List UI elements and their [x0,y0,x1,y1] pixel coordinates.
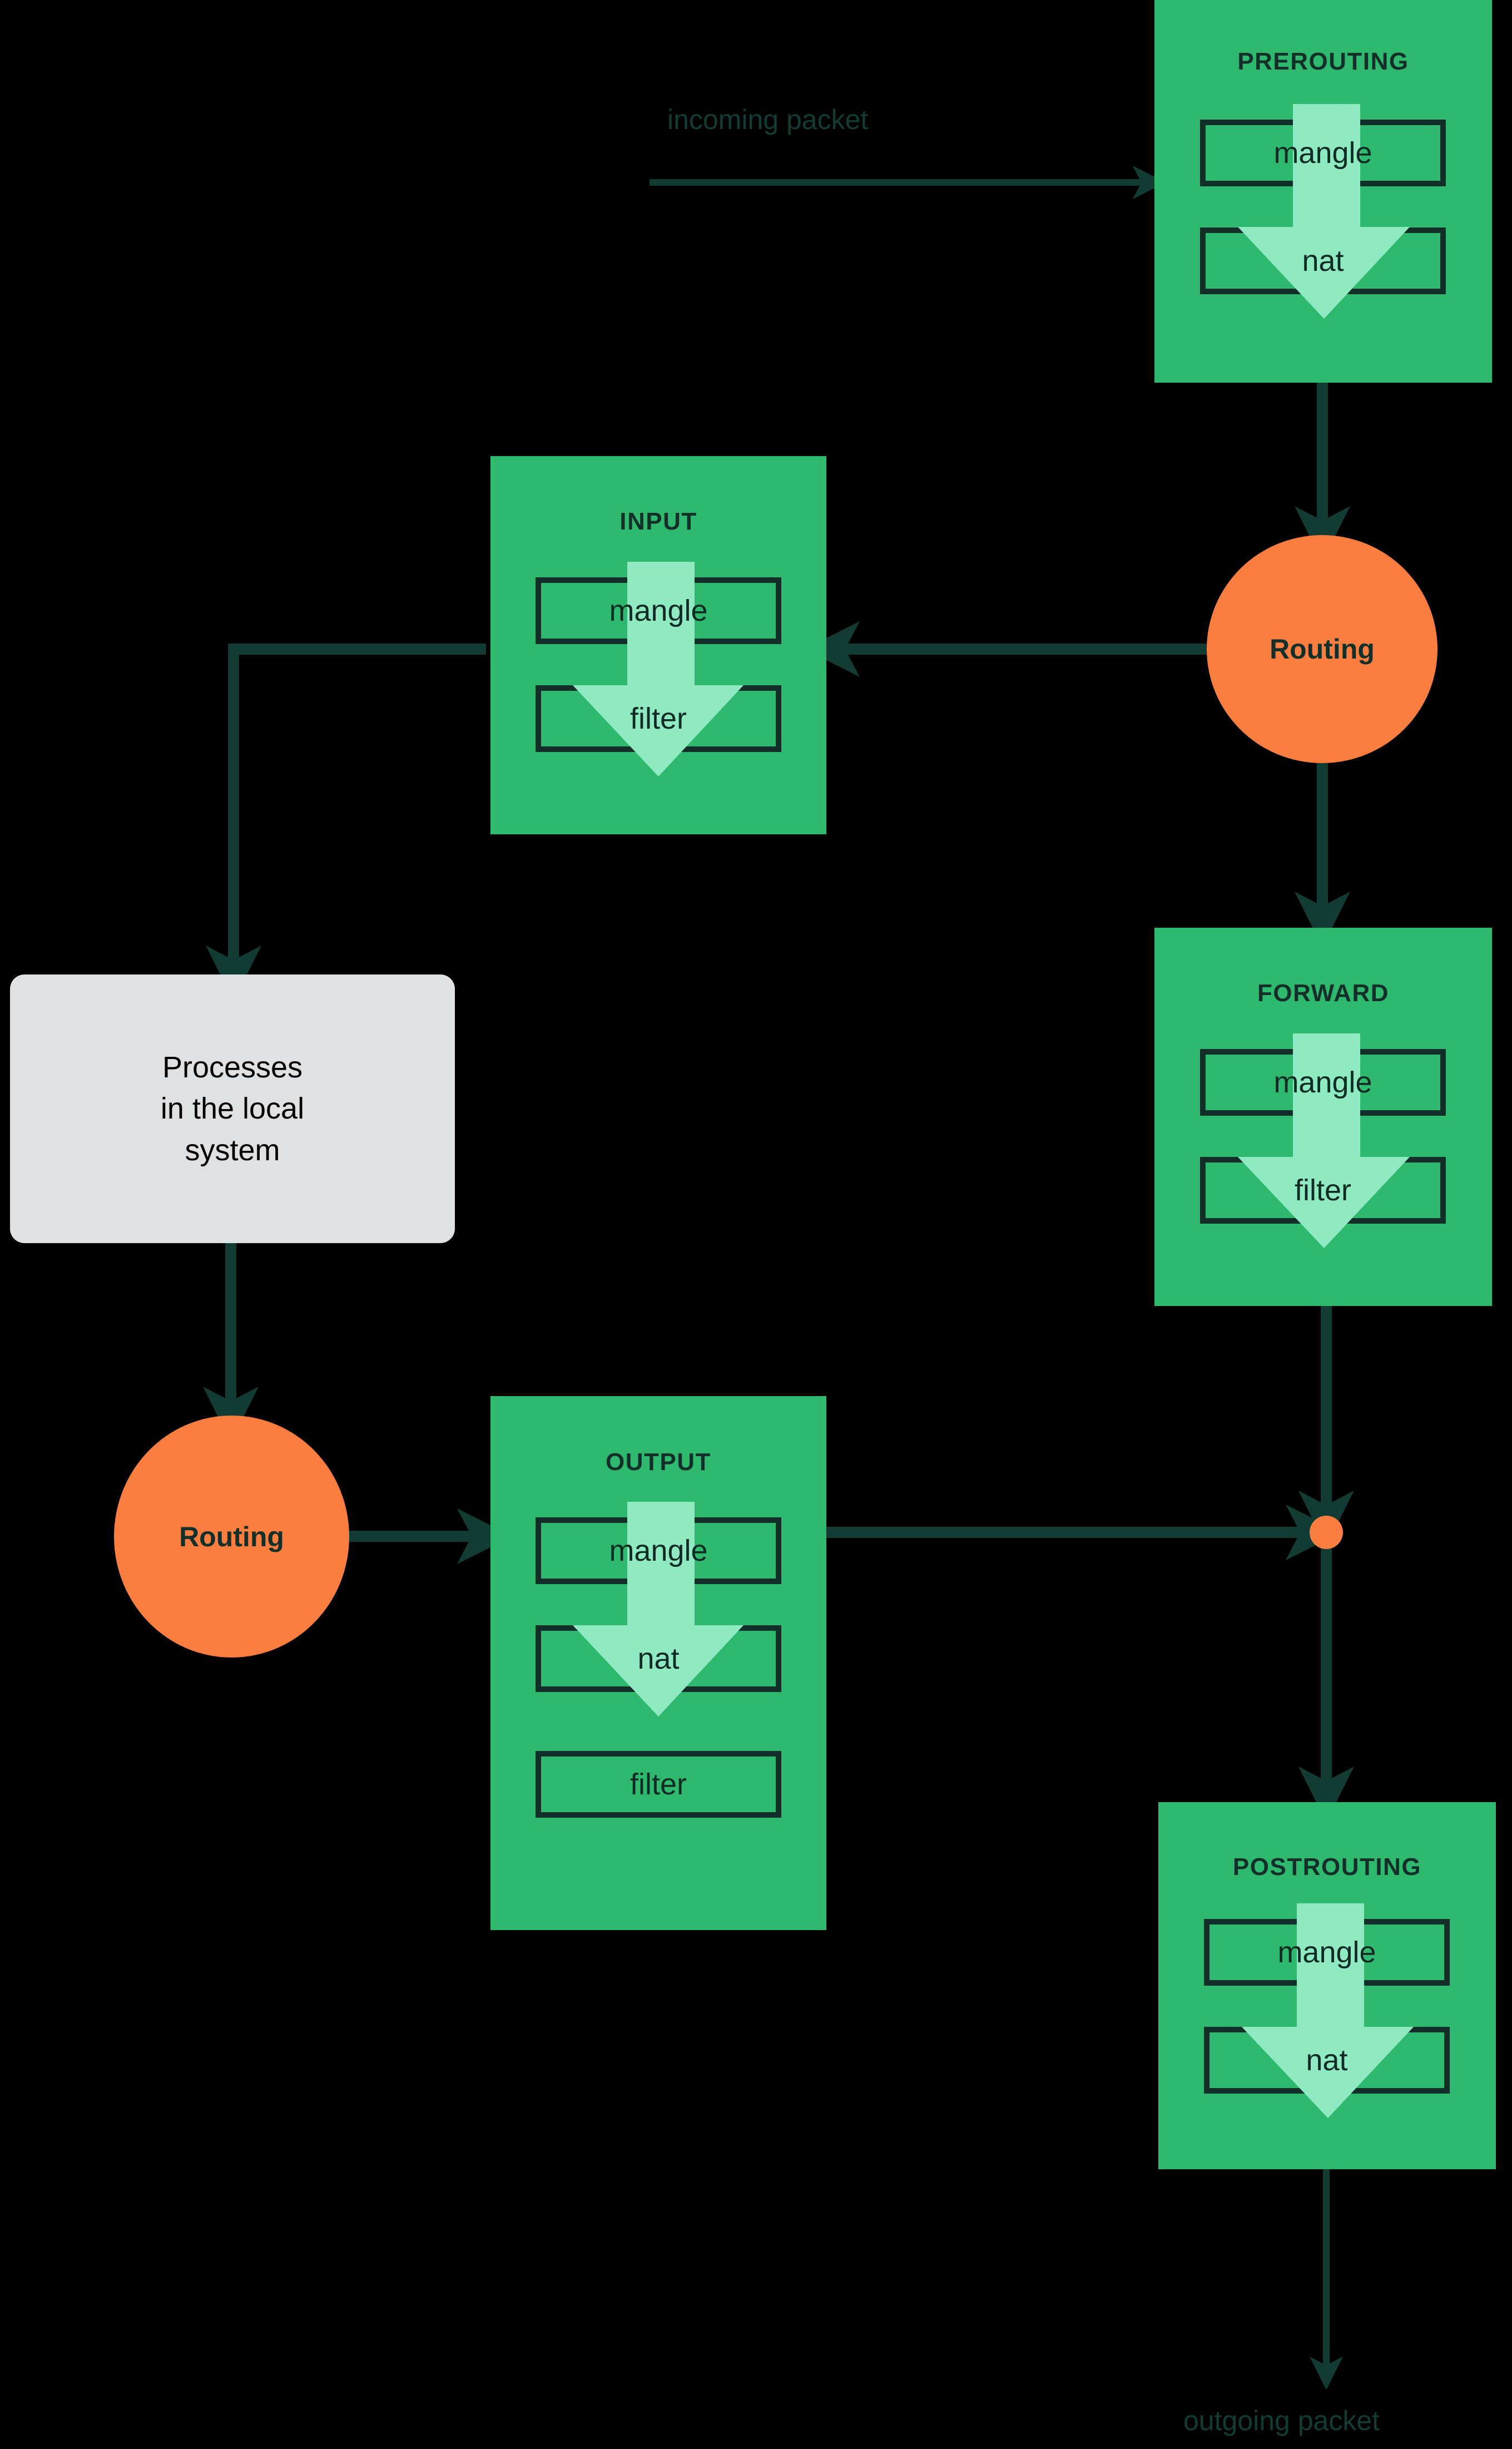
chain-forward-title: FORWARD [1257,979,1389,1007]
table-output-filter[interactable]: filter [536,1751,781,1818]
chain-postrouting-title: POSTROUTING [1232,1853,1422,1881]
table-prerouting-nat[interactable]: nat [1200,227,1446,294]
table-output-nat[interactable]: nat [536,1625,781,1692]
table-label: mangle [609,594,708,627]
table-output-mangle[interactable]: mangle [536,1517,781,1584]
routing-node-label: Routing [1270,634,1375,665]
merge-junction-dot [1310,1516,1343,1549]
chain-output-title: OUTPUT [606,1448,711,1476]
table-label: mangle [1273,136,1372,170]
table-label: mangle [609,1534,708,1567]
table-label: filter [629,702,687,735]
processes-local-system-box[interactable]: Processes in the local system [10,974,455,1243]
chain-postrouting[interactable]: POSTROUTING mangle nat [1158,1802,1496,2169]
table-postrouting-nat[interactable]: nat [1204,2027,1450,2094]
table-label: mangle [1273,1066,1372,1099]
table-label: filter [1294,1174,1351,1207]
routing-node-top[interactable]: Routing [1207,535,1437,763]
edge-input-to-processes [206,644,486,1002]
incoming-packet-label: incoming packet [667,104,869,135]
table-postrouting-mangle[interactable]: mangle [1204,1919,1450,1986]
table-forward-mangle[interactable]: mangle [1200,1049,1446,1116]
chain-output[interactable]: OUTPUT mangle nat filter [490,1396,826,1930]
chain-prerouting-title: PREROUTING [1237,48,1409,75]
table-label: nat [1302,244,1344,278]
routing-node-bottom[interactable]: Routing [114,1416,349,1658]
table-prerouting-mangle[interactable]: mangle [1200,120,1446,186]
processes-local-system-label: Processes in the local system [160,1050,305,1167]
chain-input[interactable]: INPUT mangle filter [490,456,826,834]
table-label: mangle [1277,1936,1376,1969]
outgoing-packet-label: outgoing packet [1183,2405,1380,2436]
table-label: nat [1306,2044,1348,2077]
table-label: nat [637,1642,680,1675]
table-forward-filter[interactable]: filter [1200,1157,1446,1224]
table-label: filter [629,1768,687,1801]
chain-forward[interactable]: FORWARD mangle filter [1154,928,1492,1306]
chain-input-title: INPUT [619,508,697,535]
routing-node-label: Routing [179,1521,284,1552]
table-input-filter[interactable]: filter [536,685,781,752]
chain-prerouting[interactable]: PREROUTING mangle nat [1154,0,1492,383]
table-input-mangle[interactable]: mangle [536,577,781,644]
